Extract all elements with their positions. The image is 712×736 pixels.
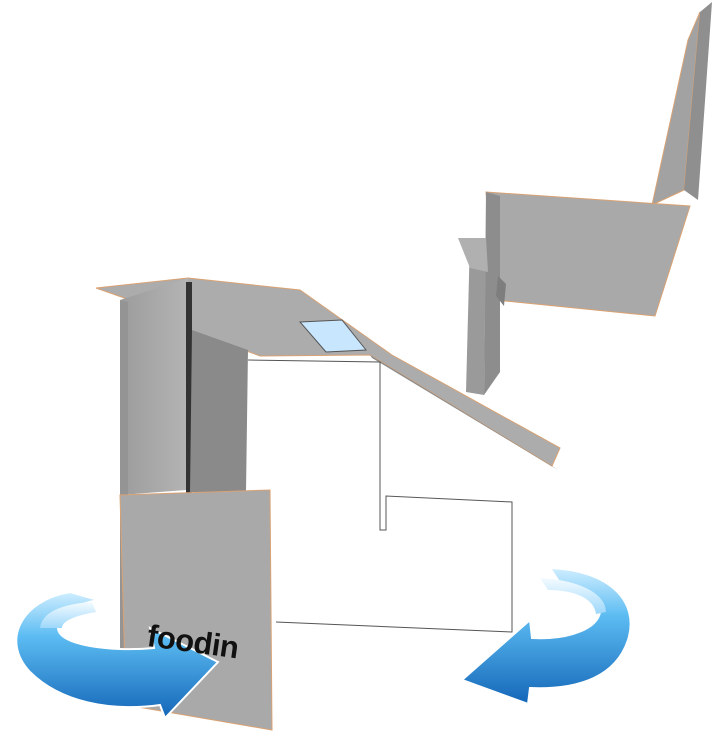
rotate-left-arrow-icon[interactable]	[462, 568, 631, 704]
upper-right-panel	[458, 2, 712, 395]
